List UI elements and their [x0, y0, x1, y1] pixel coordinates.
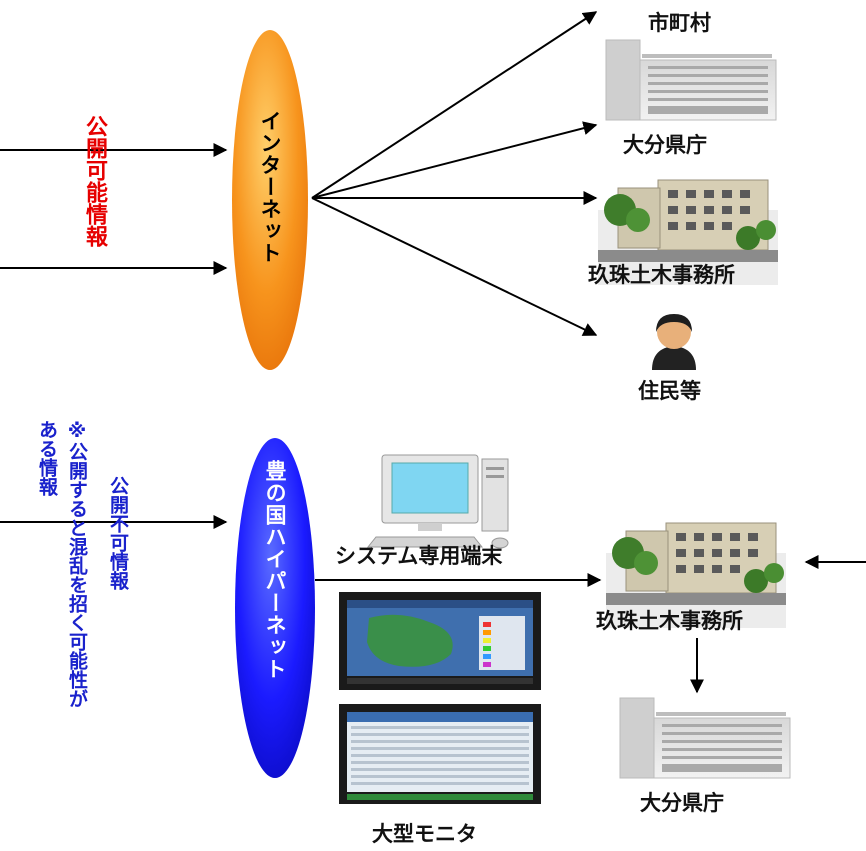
- large-monitor-map-icon: [339, 592, 541, 690]
- terminal-label: システム専用端末: [335, 544, 503, 568]
- kusu-office-building-icon-bottom: [606, 522, 786, 628]
- large-monitor-table-icon: [339, 704, 541, 804]
- resident-person-icon: [652, 314, 696, 370]
- monitor-label: 大型モニタ: [372, 822, 477, 846]
- kusu-office-label-top: 玖珠土木事務所: [588, 263, 735, 287]
- arrow-to-pref-office: [311, 121, 598, 199]
- computer-terminal-icon: [366, 454, 509, 549]
- kusu-office-building-icon: [598, 179, 778, 285]
- hypernet-hub: [235, 438, 315, 778]
- confusing-info-label: ※公開すると混乱を招く可能性がある情報: [36, 420, 88, 708]
- pref-office-label-top: 大分県庁: [623, 133, 707, 157]
- hypernet-hub-label: 豊の国ハイパーネット: [263, 460, 287, 680]
- kusu-office-label-bottom: 玖珠土木事務所: [596, 609, 743, 633]
- public-info-label: 公開可能情報: [82, 115, 107, 247]
- pref-office-building-icon: [619, 697, 791, 779]
- residents-label: 住民等: [638, 379, 701, 403]
- arrow-to-residents: [311, 197, 598, 336]
- municipality-building-icon: [605, 39, 777, 121]
- pref-office-label-bottom: 大分県庁: [640, 791, 724, 815]
- arrow-to-municipality: [311, 11, 598, 199]
- internet-hub: [232, 30, 308, 370]
- private-info-label: 公開不可情報: [107, 476, 129, 590]
- internet-hub-label: インターネット: [258, 110, 282, 264]
- municipality-label: 市町村: [648, 11, 711, 35]
